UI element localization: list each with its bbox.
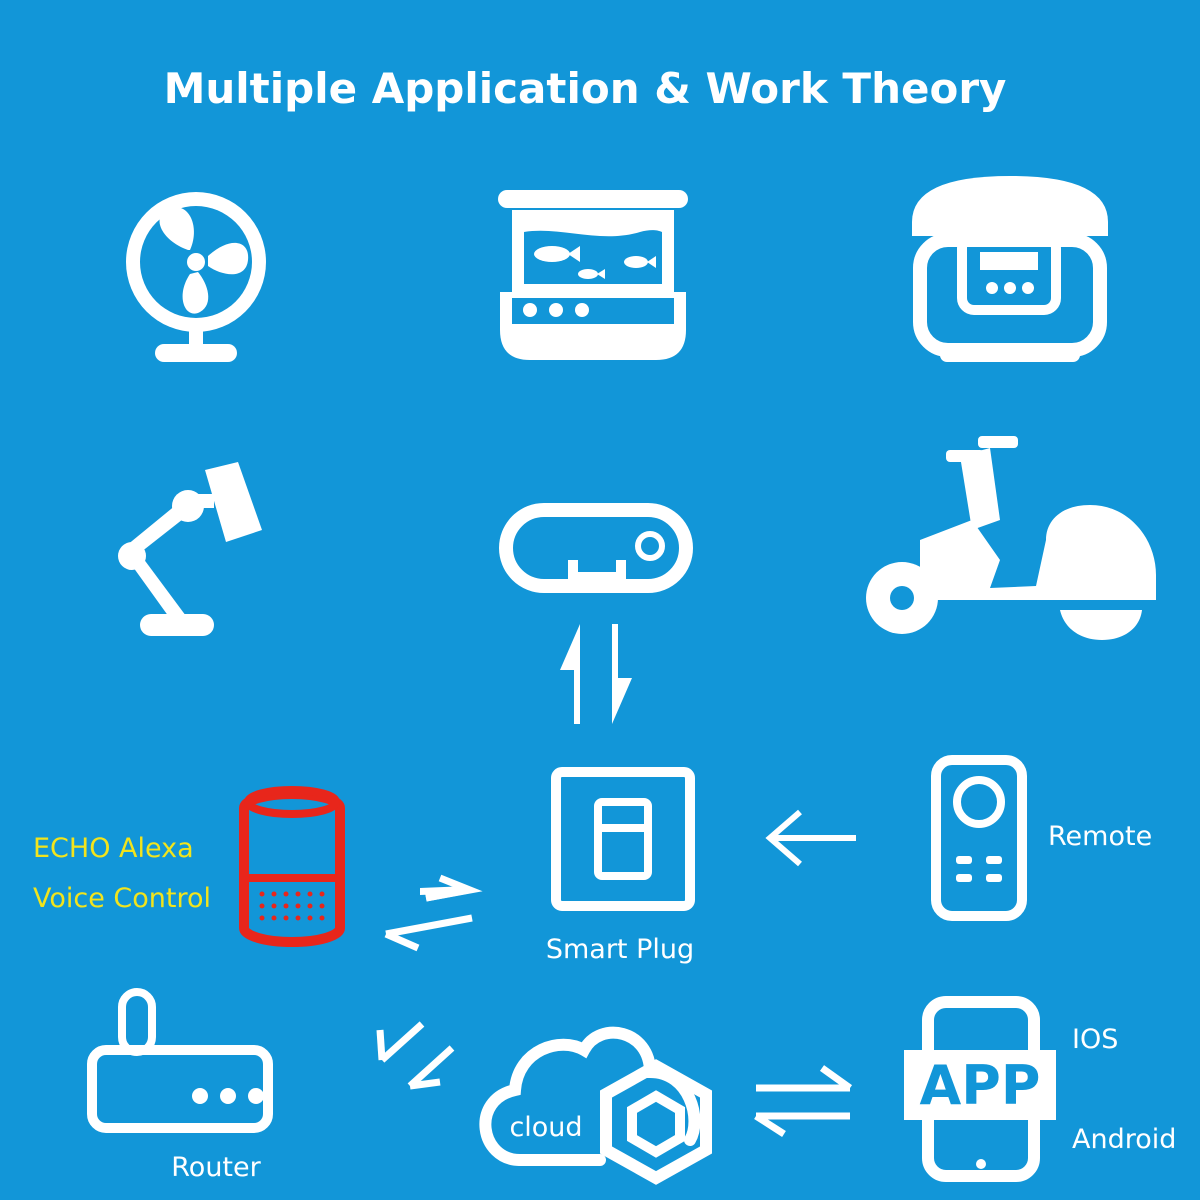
echo-label-line2: Voice Control [33, 883, 211, 914]
android-label: Android [1072, 1124, 1176, 1155]
diagram-title: Multiple Application & Work Theory [164, 64, 1007, 113]
fan-icon [126, 192, 266, 362]
app-label: APP [920, 1054, 1041, 1117]
bidirectional-arrow-cloud-app [754, 1065, 853, 1137]
echo-speaker-icon [239, 786, 345, 947]
bidirectional-arrow-echo-plug [384, 874, 483, 952]
phone-icon [904, 996, 1056, 1182]
arrow-remote-to-plug [765, 809, 856, 867]
echo-label-line1: ECHO Alexa [33, 833, 194, 864]
remote-control-icon [931, 755, 1027, 921]
aquarium-icon [498, 190, 688, 360]
cloud-icon [479, 1026, 712, 1185]
scooter-icon [866, 436, 1156, 640]
desk-lamp-icon [118, 462, 262, 636]
water-heater-icon [499, 503, 693, 593]
router-icon [87, 988, 273, 1133]
cloud-label: cloud [509, 1112, 582, 1143]
smart-plug-label: Smart Plug [546, 934, 694, 965]
bidirectional-arrow-vertical [560, 624, 632, 724]
router-label: Router [171, 1152, 261, 1183]
ios-label: IOS [1072, 1024, 1118, 1055]
remote-label: Remote [1048, 821, 1152, 852]
bidirectional-arrow-router-plug [376, 1021, 455, 1090]
smart-plug-icon [551, 767, 695, 911]
rice-cooker-icon [912, 176, 1108, 362]
